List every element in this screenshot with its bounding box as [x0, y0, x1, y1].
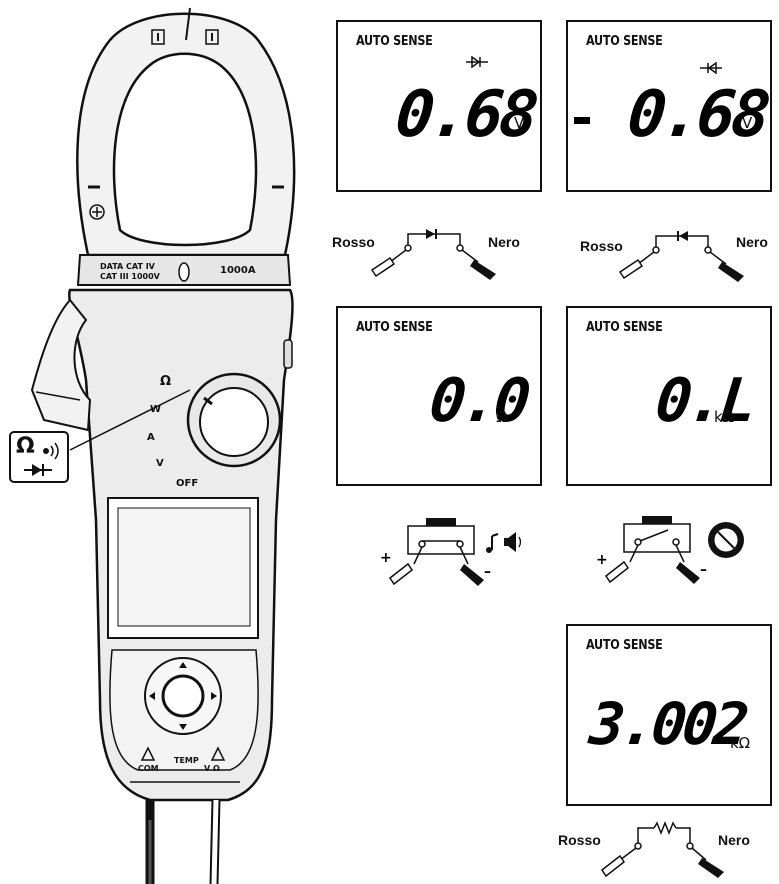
jaw-center-mark-icon [89, 204, 105, 220]
continuity-closed-switch-diagram: + – [380, 518, 522, 586]
selector-label-w: W [150, 404, 162, 415]
probe-label-red: Rosso [580, 238, 623, 254]
probe-label-red: Rosso [558, 832, 601, 848]
no-continuity-icon [708, 522, 744, 558]
resistor-probe-diagram [600, 820, 724, 878]
terminal-label-temp: TEMP [174, 756, 199, 765]
diode-symbol-icon [700, 62, 722, 74]
svg-text:–: – [700, 562, 707, 578]
lcd-panel-diode-reverse: AUTO SENSE 0.68 V [566, 20, 772, 192]
panel-unit: kΩ [714, 408, 735, 426]
panel-reading: 0.0 [426, 366, 531, 436]
jaw-trigger [30, 298, 92, 432]
inset-ohm-symbol: Ω [16, 434, 35, 459]
lcd-panel-resistance: AUTO SENSE 3.002 kΩ [566, 624, 772, 806]
panel-header: AUTO SENSE [586, 638, 663, 653]
panel-header: AUTO SENSE [356, 34, 433, 49]
diode-symbol-icon [466, 56, 488, 68]
panel-unit: kΩ [730, 734, 751, 752]
lcd-panel-continuity-open: AUTO SENSE 0.L kΩ [566, 306, 772, 486]
terminal-label-com: COM [138, 764, 159, 773]
panel-header: AUTO SENSE [586, 34, 663, 49]
probe-label-black: Nero [488, 234, 520, 250]
clamp-jaw-opening [112, 52, 258, 247]
diode-reverse-probe-diagram [618, 231, 744, 282]
panel-header: AUTO SENSE [356, 320, 433, 335]
probe-label-black: Nero [736, 234, 768, 250]
jaw-label-rating: 1000A [220, 265, 256, 276]
panel-unit: V [514, 114, 525, 132]
lcd-panel-continuity-closed: AUTO SENSE 0.0 Ω [336, 306, 542, 486]
clamp-meter-illustration [9, 7, 296, 884]
panel-unit: V [742, 114, 753, 132]
svg-text:+: + [380, 550, 392, 566]
selector-label-off: OFF [176, 478, 199, 489]
svg-text:–: – [484, 564, 491, 580]
probe-label-black: Nero [718, 832, 750, 848]
jaw-label-cat2: CAT III 1000V [100, 272, 160, 281]
diode-probe-diagram [370, 229, 496, 280]
selector-label-a: A [147, 432, 155, 443]
panel-unit: Ω [496, 408, 508, 426]
negative-sign [574, 117, 590, 124]
panel-reading: 0.L [652, 366, 757, 436]
jaw-label-cat: DATA CAT IV [100, 262, 155, 271]
selector-label-v: V [156, 458, 164, 469]
buzzer-icon [486, 532, 522, 553]
selector-label-ohm: Ω [160, 374, 172, 389]
lcd-panel-diode-forward: AUTO SENSE 0.68 V [336, 20, 542, 192]
continuity-open-switch-diagram: + – [596, 516, 744, 584]
probe-label-red: Rosso [332, 234, 375, 250]
terminal-label-v: V Ω [204, 764, 220, 773]
panel-header: AUTO SENSE [586, 320, 663, 335]
panel-reading: 3.002 [586, 690, 749, 758]
svg-text:+: + [596, 552, 608, 568]
